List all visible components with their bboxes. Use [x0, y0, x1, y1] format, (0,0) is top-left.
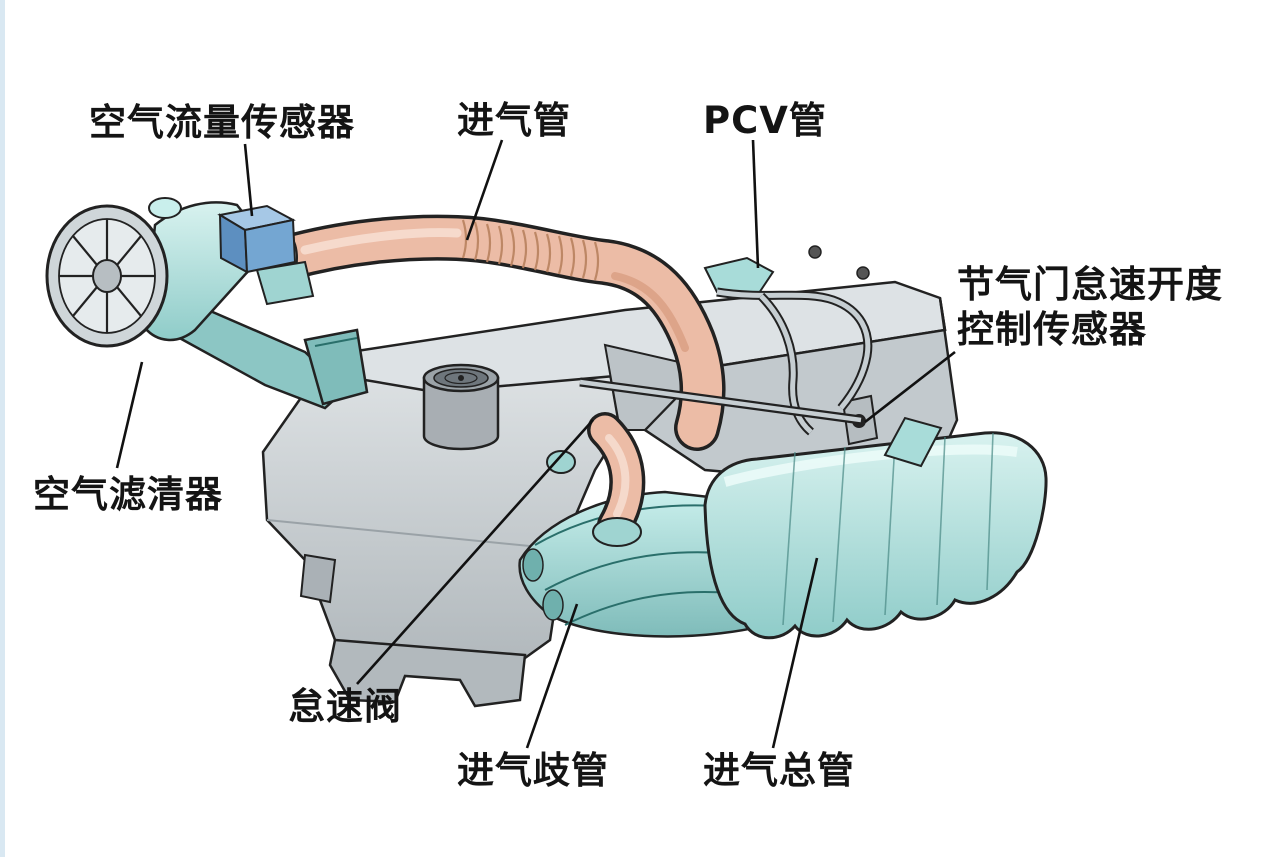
label-intake-pipe: 进气管: [457, 99, 571, 142]
bolt-icon: [856, 266, 870, 280]
leader-lines: [115, 139, 956, 749]
label-throttle-idle-sensor: 节气门怠速开度 控制传感器: [957, 263, 1223, 352]
intake-plenum: [703, 431, 1048, 640]
idle-valve-part: [546, 412, 646, 547]
leader-air-filter: [115, 361, 144, 469]
leader-pcv-pipe: [751, 139, 760, 269]
label-air-flow-sensor: 空气流量传感器: [89, 101, 355, 144]
label-air-filter: 空气滤清器: [33, 473, 223, 516]
label-idle-valve: 怠速阀: [288, 685, 402, 728]
maf-sensor: [217, 204, 315, 306]
leader-air-flow-sensor: [243, 143, 254, 217]
leader-intake-manifold: [525, 603, 579, 749]
air-cleaner: [45, 197, 369, 410]
engine-diagram-illustration: [45, 139, 1048, 749]
oil-filler-cap: [422, 363, 500, 451]
leader-intake-main-pipe: [771, 557, 819, 749]
label-intake-main-pipe: 进气总管: [703, 749, 855, 792]
label-intake-manifold: 进气歧管: [457, 749, 609, 792]
bolt-icon: [808, 245, 822, 259]
pcv-tube: [579, 256, 873, 436]
leader-idle-valve: [356, 419, 594, 685]
label-pcv-pipe: PCV管: [703, 99, 827, 142]
fan-spokes-icon: [59, 219, 155, 333]
leader-throttle-idle-sensor: [864, 350, 956, 424]
leader-intake-pipe: [465, 139, 504, 241]
